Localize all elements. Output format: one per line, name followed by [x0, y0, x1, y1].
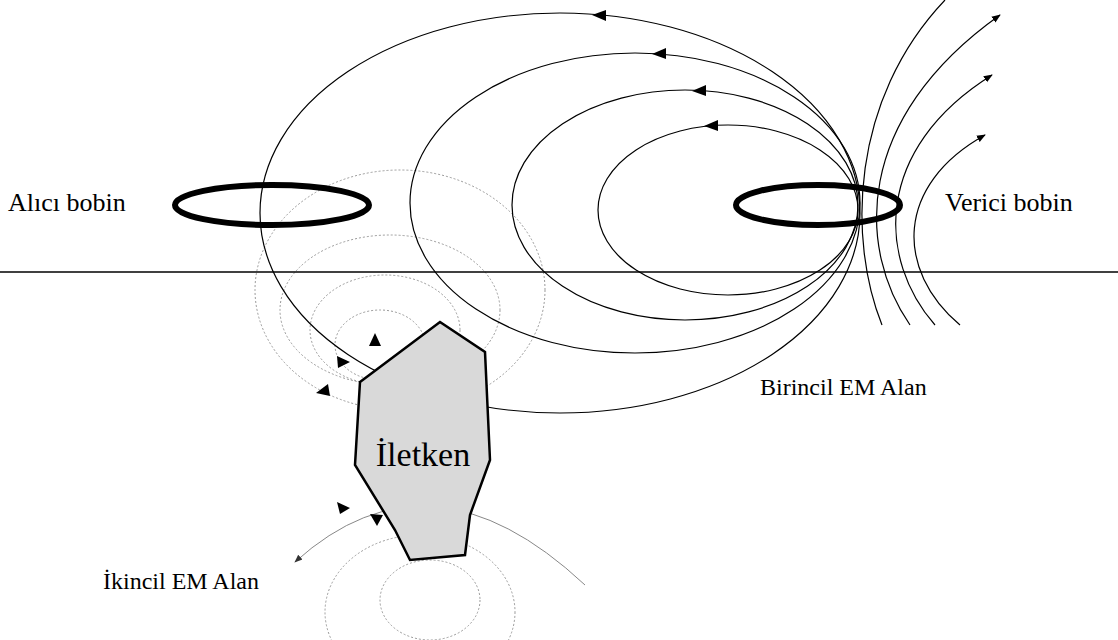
primary-field-line	[410, 53, 860, 353]
field-arrowhead	[592, 10, 606, 21]
field-arrowhead	[692, 85, 706, 96]
ground-surface	[0, 271, 1118, 273]
primary-field-line	[914, 135, 985, 325]
transmitter-coil	[736, 185, 900, 225]
field-arrowhead	[337, 356, 350, 368]
shape-outline	[355, 322, 490, 560]
field-arrowhead	[370, 514, 383, 526]
field-arrowhead	[337, 502, 350, 514]
field-arrowhead	[369, 333, 381, 346]
receiver-coil	[175, 185, 369, 225]
primary-field-line	[260, 13, 860, 413]
coil-label: Verici bobin	[942, 188, 1076, 218]
field-arrowhead	[316, 384, 330, 396]
field-label: İkincil EM Alan	[100, 568, 262, 596]
node-text: İletken	[355, 435, 491, 474]
primary-field-line	[598, 125, 858, 295]
coil-label: Alıcı bobin	[5, 188, 129, 218]
field-label: Birincil EM Alan	[757, 374, 930, 402]
conductor-body: İletken	[355, 322, 491, 562]
primary-field-line	[862, 0, 945, 325]
primary-field-line	[512, 90, 858, 320]
primary-field-line	[877, 15, 1000, 325]
field-arrowhead	[704, 120, 718, 131]
secondary-field-line	[380, 560, 480, 640]
field-arrowhead	[652, 48, 666, 59]
